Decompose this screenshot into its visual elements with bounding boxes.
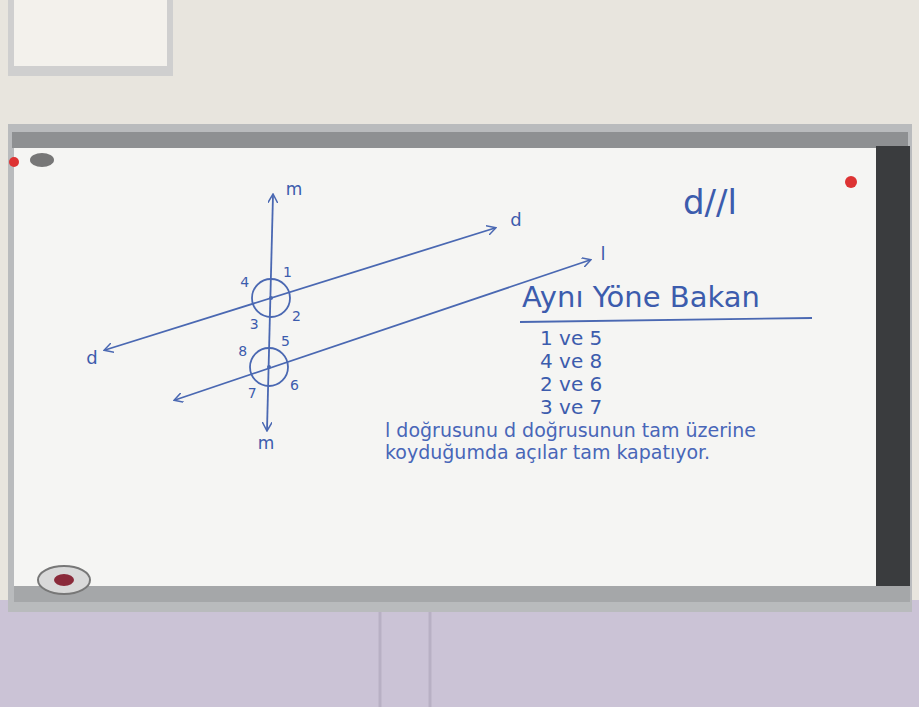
- line-label: m: [286, 180, 303, 200]
- board-tray: [14, 586, 910, 602]
- angle-pair: 2 ve 6: [540, 373, 602, 396]
- magnet: [30, 153, 54, 167]
- magnet: [845, 176, 857, 188]
- note-text: l doğrusunu d doğrusunun tam üzerine koy…: [385, 420, 855, 464]
- angle-number: 8: [238, 343, 247, 359]
- intersection-dot: [269, 296, 273, 300]
- angle-circle: [252, 279, 290, 317]
- angle-number: 7: [248, 385, 257, 401]
- marker-cap: [38, 566, 90, 594]
- angle-number: 5: [281, 333, 290, 349]
- line-label: m: [258, 434, 275, 454]
- line-label: l: [600, 244, 605, 265]
- heading-underline: [520, 318, 812, 322]
- angle-number: 3: [250, 316, 259, 332]
- angle-number: 1: [283, 264, 292, 280]
- poster-frame: [8, 0, 173, 76]
- intersection-dot: [267, 365, 271, 369]
- parallel-note: d//l: [683, 183, 737, 222]
- angle-number: 6: [290, 377, 299, 393]
- line-d: [105, 228, 495, 350]
- line-label: d: [510, 210, 521, 231]
- board-surface: [14, 148, 876, 588]
- angle-pair: 1 ve 5: [540, 327, 602, 350]
- lower-wall: [0, 600, 919, 707]
- marker-cap: [54, 574, 74, 586]
- angle-pair: 3 ve 7: [540, 396, 602, 419]
- magnet: [9, 157, 19, 167]
- board-side: [876, 146, 910, 586]
- angle-circle: [250, 348, 288, 386]
- angle-number: 4: [240, 274, 249, 290]
- wall-line: [429, 610, 432, 707]
- line-label: d: [86, 348, 97, 369]
- angle-number: 2: [292, 308, 301, 324]
- board-top-rail: [12, 132, 908, 148]
- heading: Aynı Yöne Bakan: [522, 281, 760, 314]
- wall-line: [379, 610, 382, 707]
- board-frame: [8, 124, 912, 612]
- transversal-m: [267, 195, 273, 430]
- angle-pair: 4 ve 8: [540, 350, 602, 373]
- poster: [14, 0, 167, 66]
